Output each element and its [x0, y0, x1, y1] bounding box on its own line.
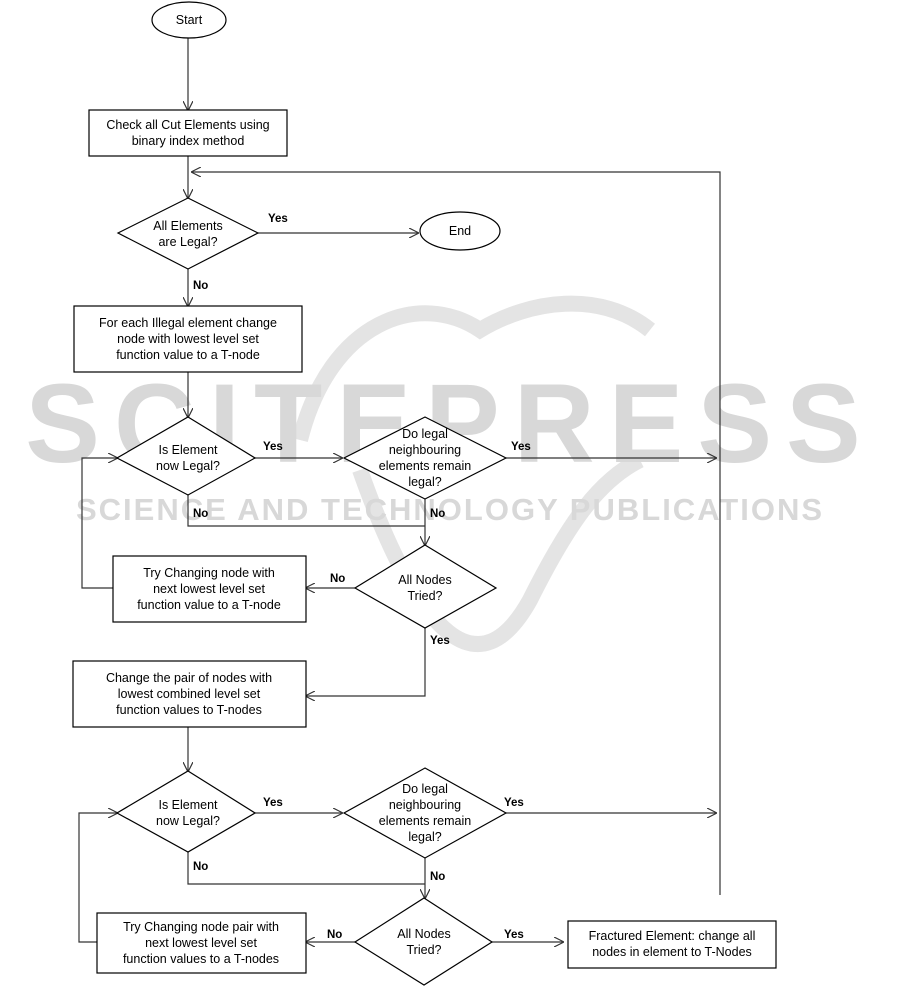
label-nodestried1-no: No [330, 573, 345, 585]
edges [78, 38, 721, 943]
node-text-line: now Legal? [156, 814, 220, 828]
edge-islegal1-no [187, 495, 425, 527]
label-neighbours1-yes: Yes [511, 441, 531, 453]
all-nodes-tried-decision-2 [353, 897, 494, 986]
node-text-line: next lowest level set [145, 936, 257, 950]
node-text-line: All Nodes [398, 573, 452, 587]
node-text-line: function values to T-nodes [116, 703, 262, 717]
label-nodestried2-no: No [327, 929, 342, 941]
label-nodestried2-yes: Yes [504, 929, 524, 941]
node-text-line: legal? [408, 475, 441, 489]
change-pair-box [72, 660, 307, 728]
label-islegal2-yes: Yes [263, 797, 283, 809]
node-text-line: Try Changing node pair with [123, 920, 279, 934]
label-islegal1-yes: Yes [263, 441, 283, 453]
node-text-line: neighbouring [389, 798, 461, 812]
node-text-line: function value to a T-node [116, 348, 260, 362]
edge-nodestried1-yes [306, 628, 426, 696]
node-text-line: next lowest level set [153, 582, 265, 596]
node-text-line: elements remain [379, 814, 471, 828]
node-text-line: Do legal [402, 427, 448, 441]
node-text-line: Is Element [158, 798, 218, 812]
node-text-line: Tried? [408, 589, 443, 603]
node-text-line: End [449, 224, 471, 238]
check-cut-elements-label: Check all Cut Elements using binary index… [106, 118, 269, 148]
node-text-line: All Elements [153, 219, 222, 233]
is-element-legal-decision-1 [115, 416, 257, 496]
node-text-line: node with lowest level set [117, 332, 259, 346]
label-nodestried1-yes: Yes [430, 635, 450, 647]
try-next-node-box [112, 555, 307, 623]
neighbours-legal-label-1: Do legal neighbouring elements remain legal… [379, 427, 471, 489]
try-next-pair-box [96, 912, 307, 974]
node-text-line: neighbouring [389, 443, 461, 457]
try-next-pair-label: Try Changing node pair with next lowest l… [123, 920, 279, 966]
label-all-legal-yes: Yes [268, 213, 288, 225]
neighbours-legal-decision-1 [342, 416, 508, 500]
node-text-line: Do legal [402, 782, 448, 796]
all-nodes-tried-decision-1 [353, 544, 498, 629]
nodes: Start Check all Cut Elements using binary… [72, 1, 777, 986]
label-islegal1-no: No [193, 508, 208, 520]
node-text-line: legal? [408, 830, 441, 844]
label-islegal2-no: No [193, 861, 208, 873]
is-element-legal-decision-2 [115, 770, 257, 853]
start-terminal [151, 1, 227, 39]
node-text-line: elements remain [379, 459, 471, 473]
node-text-line: Start [176, 13, 203, 27]
node-text-line: binary index method [132, 134, 245, 148]
is-element-legal-label-2: Is Element now Legal? [156, 798, 220, 828]
label-neighbours2-yes: Yes [504, 797, 524, 809]
node-text-line: Tried? [407, 943, 442, 957]
edge-trynode-loop [81, 458, 117, 589]
change-node-label: For each Illegal element change node with… [99, 316, 277, 362]
label-neighbours1-no: No [430, 508, 445, 520]
check-cut-elements-box [88, 109, 288, 157]
neighbours-legal-decision-2 [342, 767, 508, 859]
node-text-line: Fractured Element: change all [589, 929, 756, 943]
try-next-node-label: Try Changing node with next lowest level … [137, 566, 281, 612]
change-pair-label: Change the pair of nodes with lowest comb… [106, 671, 272, 717]
node-text-line: lowest combined level set [118, 687, 261, 701]
node-text-line: are Legal? [158, 235, 217, 249]
node-text-line: Change the pair of nodes with [106, 671, 272, 685]
is-element-legal-label-1: Is Element now Legal? [156, 443, 220, 473]
node-text-line: Check all Cut Elements using [106, 118, 269, 132]
label-neighbours2-no: No [430, 871, 445, 883]
node-text-line: Is Element [158, 443, 218, 457]
all-elements-legal-label: All Elements are Legal? [153, 219, 222, 249]
edge-loop-return [192, 172, 721, 895]
label-all-legal-no: No [193, 280, 208, 292]
node-text-line: function value to a T-node [137, 598, 281, 612]
node-text-line: now Legal? [156, 459, 220, 473]
fractured-element-box [567, 920, 777, 969]
watermark-tagline: SCIENCE AND TECHNOLOGY PUBLICATIONS [76, 492, 824, 527]
edge-labels: Yes No Yes No Yes No No Yes Yes No Yes N… [193, 213, 531, 941]
start-label: Start [176, 13, 203, 27]
node-text-line: function values to a T-nodes [123, 952, 279, 966]
end-terminal [419, 211, 501, 251]
node-text-line: For each Illegal element change [99, 316, 277, 330]
node-text-line: nodes in element to T-Nodes [592, 945, 752, 959]
end-label: End [449, 224, 471, 238]
fractured-element-label: Fractured Element: change all nodes in el… [589, 929, 756, 959]
node-text-line: All Nodes [397, 927, 451, 941]
edge-islegal2-no [187, 852, 425, 885]
change-node-box [73, 305, 303, 373]
node-text-line: Try Changing node with [143, 566, 275, 580]
all-elements-legal-decision [116, 197, 260, 270]
neighbours-legal-label-2: Do legal neighbouring elements remain legal… [379, 782, 471, 844]
edge-trypair-loop [78, 813, 117, 943]
